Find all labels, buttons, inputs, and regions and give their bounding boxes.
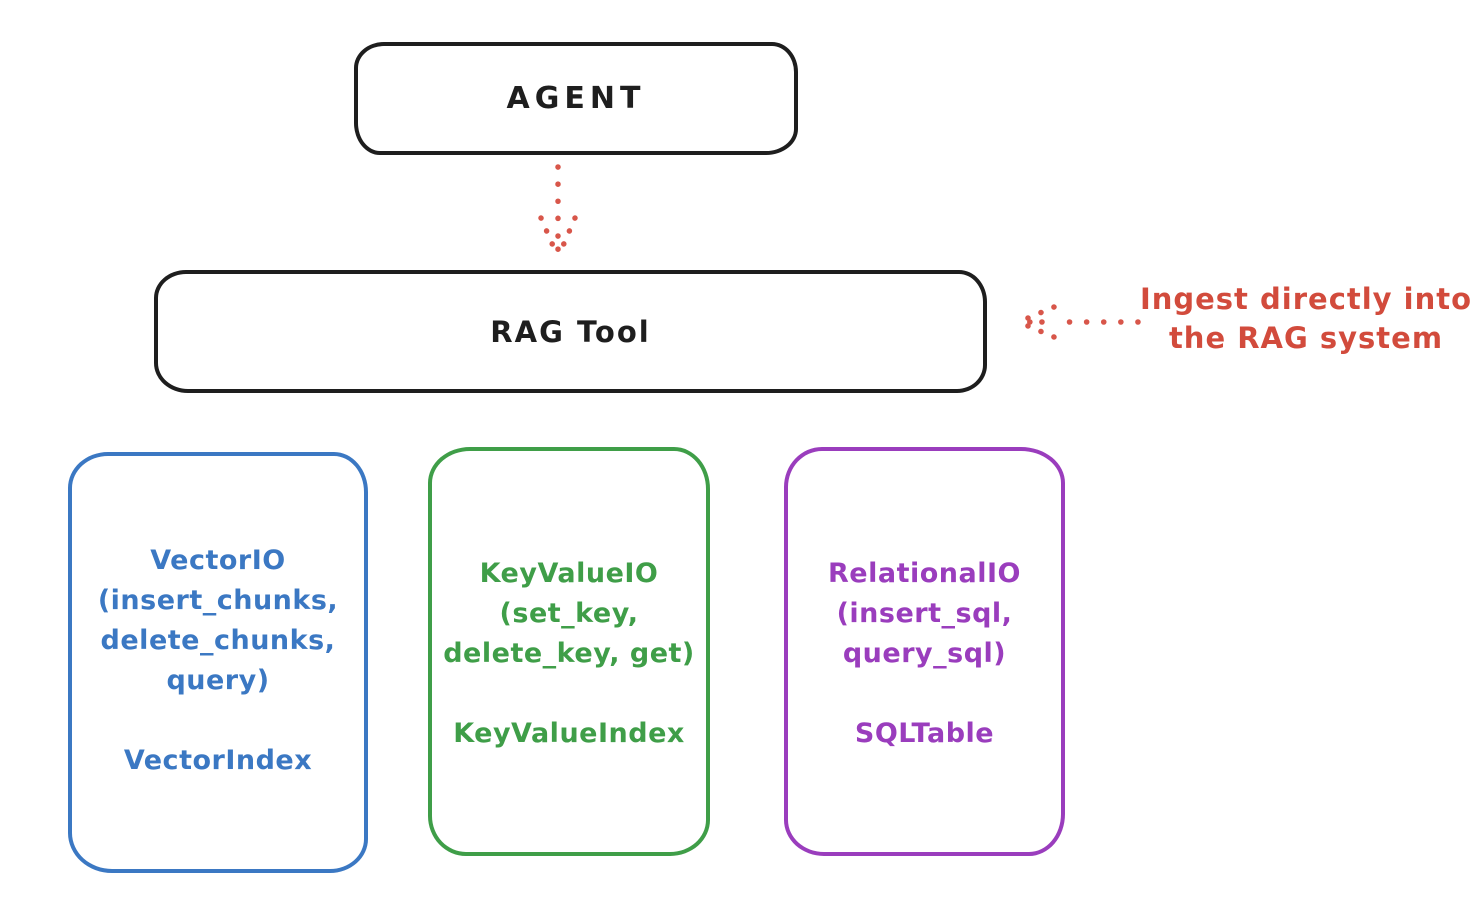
- rag-tool-label: RAG Tool: [490, 314, 651, 349]
- relational-io-title-line: query_sql): [842, 638, 1007, 669]
- backend-box-relational-io: RelationalIO (insert_sql, query_sql) SQL…: [784, 447, 1065, 856]
- relational-io-title-line: RelationalIO: [828, 558, 1021, 589]
- sql-table-label: SQLTable: [854, 718, 995, 749]
- rag-tool-box: RAG Tool: [154, 270, 987, 393]
- ingest-arrow-icon: [1018, 304, 1141, 340]
- vector-io-title-line: (insert_chunks,: [97, 585, 339, 616]
- agent-box: AGENT: [354, 42, 798, 155]
- backend-box-keyvalue-io: KeyValueIO (set_key, delete_key, get) Ke…: [428, 447, 710, 856]
- ingest-annotation-line1: Ingest directly into: [1139, 282, 1473, 316]
- vector-io-title-line: delete_chunks,: [100, 625, 336, 656]
- ingest-annotation: Ingest directly into the RAG system: [1128, 280, 1484, 358]
- ingest-annotation-line2: the RAG system: [1168, 321, 1444, 355]
- keyvalue-index-label: KeyValueIndex: [453, 718, 685, 749]
- keyvalue-io-title-line: delete_key, get): [443, 638, 695, 669]
- vector-io-title-line: query): [166, 665, 270, 696]
- keyvalue-io-title-line: KeyValueIO: [479, 558, 659, 589]
- vector-io-title-line: VectorIO: [150, 545, 286, 576]
- backend-box-vector-io: VectorIO (insert_chunks, delete_chunks, …: [68, 452, 368, 873]
- vector-index-label: VectorIndex: [123, 745, 313, 776]
- keyvalue-io-title-line: (set_key,: [499, 598, 639, 629]
- agent-label: AGENT: [506, 81, 646, 116]
- relational-io-title-line: (insert_sql,: [836, 598, 1013, 629]
- agent-to-rag-arrow-icon: [538, 164, 578, 261]
